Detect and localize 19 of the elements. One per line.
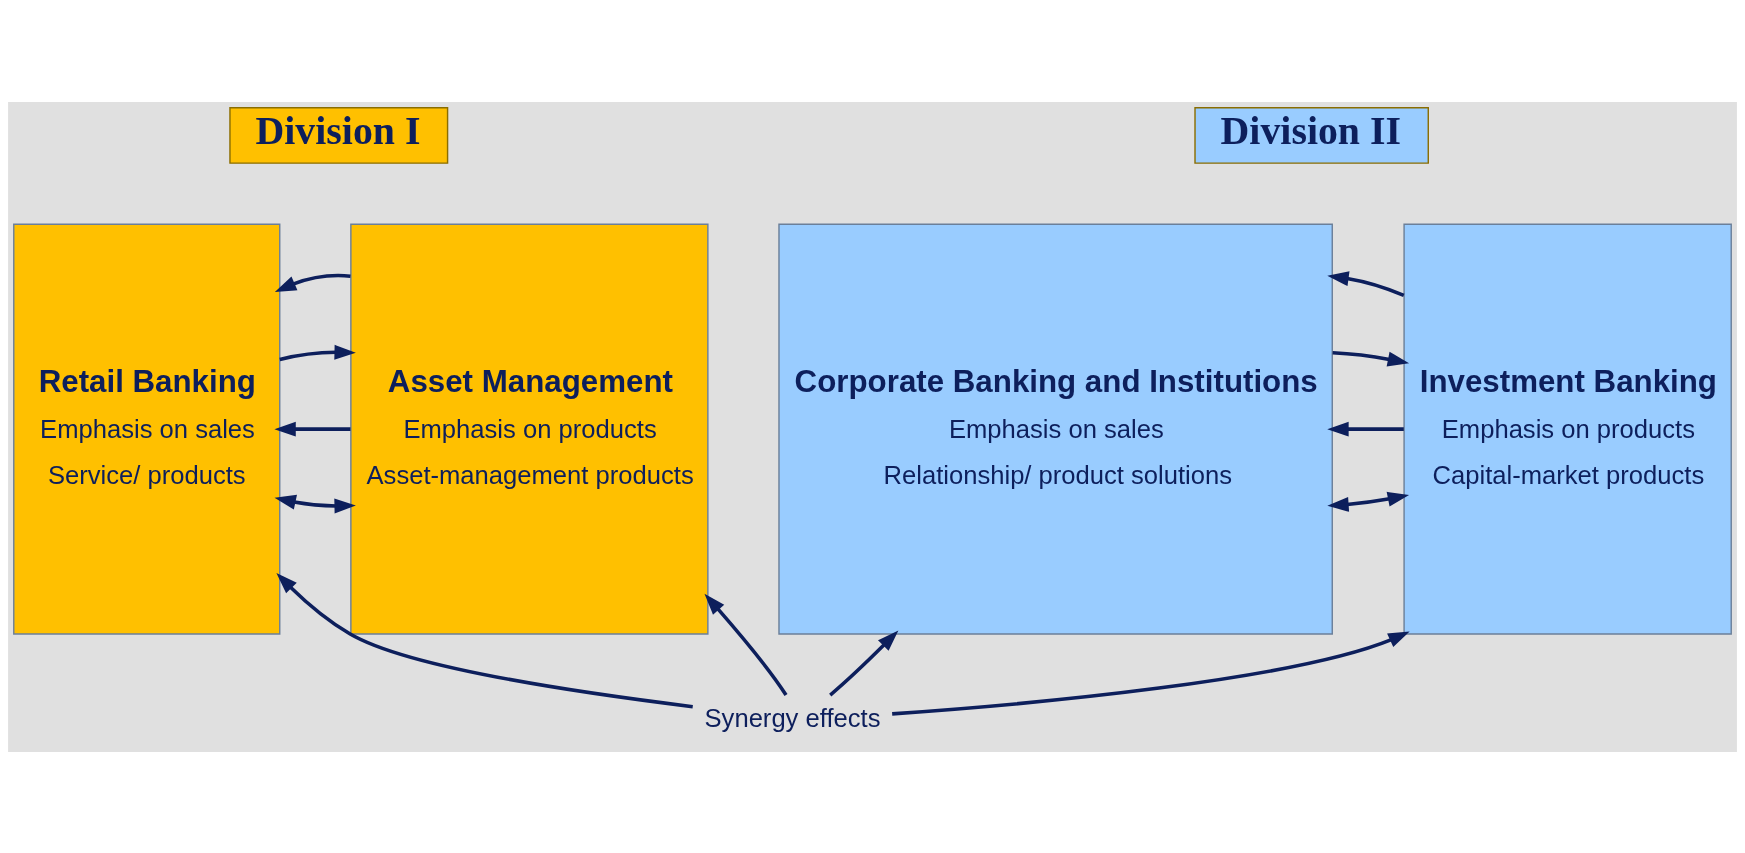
arrow [892, 630, 1410, 716]
arrow [274, 494, 356, 513]
arrow [276, 572, 693, 708]
node-box: Division II [1194, 106, 1429, 164]
arrow [1327, 421, 1404, 437]
node-box: Asset Management Emphasis on products Asset-management products [350, 223, 709, 635]
node-box: Investment Banking Emphasis on products Capital-market products [1403, 223, 1732, 635]
arrow [274, 273, 351, 292]
arrow [274, 421, 351, 437]
arrow [829, 629, 899, 696]
arrow [279, 344, 356, 361]
node-box: Division I [229, 106, 449, 164]
arrow [1327, 491, 1410, 512]
arrow [1332, 350, 1410, 366]
node-box: Retail Banking Emphasis on sales Service/ products [13, 223, 281, 635]
arrow [1327, 270, 1405, 297]
arrow [704, 593, 788, 696]
node-text: Synergy effects [704, 703, 881, 732]
node-box: Corporate Banking and Institutions Emphasis on sales Relationship/ product solutions [778, 223, 1333, 635]
